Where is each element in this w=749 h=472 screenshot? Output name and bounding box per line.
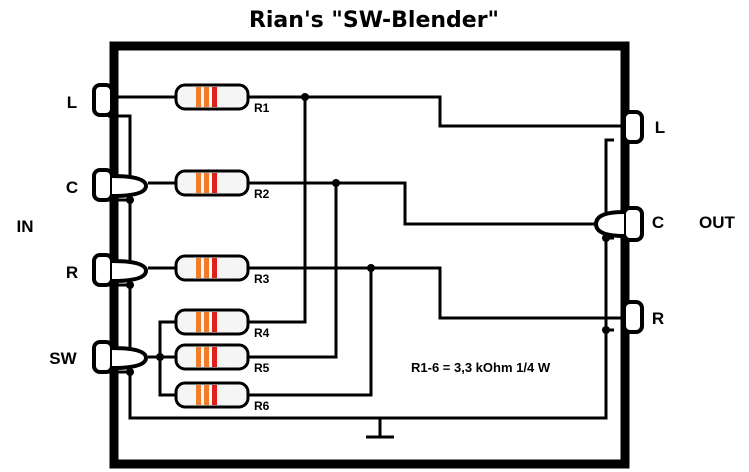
junction-dot <box>126 368 134 376</box>
resistor-band <box>212 347 217 367</box>
wire-r3-out <box>248 266 626 320</box>
input-jack-r-tip <box>111 259 149 283</box>
resistor-band <box>196 385 201 405</box>
resistor-r1: R1 <box>174 83 270 115</box>
junction-dot <box>367 264 375 272</box>
input-jack-sw <box>92 340 114 374</box>
resistor-band <box>196 173 201 193</box>
enclosure-box <box>109 41 630 469</box>
resistor-label: R6 <box>254 399 270 413</box>
junction-dot <box>126 281 134 289</box>
resistor-r2: R2 <box>174 169 270 201</box>
resistor-r3: R3 <box>174 254 270 286</box>
resistor-band <box>204 87 209 107</box>
resistor-r6: R6 <box>174 381 270 413</box>
resistor-band <box>196 312 201 332</box>
input-jack-sw-tip <box>111 346 149 370</box>
input-label-c: C <box>66 178 78 197</box>
wire-r6-out <box>248 268 373 397</box>
ground-symbol <box>366 418 394 439</box>
resistor-band <box>196 347 201 367</box>
output-label-l: L <box>655 118 665 137</box>
resistor-band <box>204 385 209 405</box>
input-label-sw: SW <box>49 349 77 368</box>
resistor-band <box>212 312 217 332</box>
output-jacks <box>593 110 644 334</box>
wire-r1-out <box>248 95 626 128</box>
junction-dot <box>156 353 164 361</box>
resistor-value-note: R1-6 = 3,3 kOhm 1/4 W <box>411 360 551 375</box>
output-group-label: OUT <box>699 213 736 232</box>
wire-r2-out <box>248 181 596 226</box>
input-label-l: L <box>67 93 77 112</box>
output-label-r: R <box>652 309 664 328</box>
output-jack-l <box>622 110 644 144</box>
input-label-r: R <box>66 263 78 282</box>
junction-dots <box>126 93 610 376</box>
resistor-label: R1 <box>254 101 270 115</box>
output-jack-c <box>622 206 644 242</box>
diagram-title: Rian's "SW-Blender" <box>249 8 499 33</box>
resistor-label: R5 <box>254 361 270 375</box>
junction-dot <box>602 326 610 334</box>
wire-sw-r6 <box>158 357 176 397</box>
wire-ground-bus-in <box>108 114 614 420</box>
input-group-label: IN <box>17 217 34 236</box>
resistor-band <box>204 347 209 367</box>
junction-dot <box>126 196 134 204</box>
resistor-band <box>212 87 217 107</box>
input-jack-l <box>92 83 114 117</box>
resistor-band <box>212 385 217 405</box>
resistor-band <box>212 173 217 193</box>
resistor-r4: R4 <box>174 308 270 340</box>
wire-r4-out <box>248 97 307 324</box>
resistor-label: R2 <box>254 187 270 201</box>
input-jacks <box>92 83 149 374</box>
wiring <box>108 95 626 439</box>
junction-dot <box>301 93 309 101</box>
resistor-label: R4 <box>254 326 270 340</box>
resistor-label: R3 <box>254 272 270 286</box>
resistor-band <box>196 87 201 107</box>
resistor-band <box>196 258 201 278</box>
resistor-r5: R5 <box>174 343 270 375</box>
wire-r5-out <box>248 183 338 359</box>
junction-dot <box>332 179 340 187</box>
resistor-band <box>212 258 217 278</box>
input-jack-r <box>92 253 114 287</box>
resistor-band <box>204 312 209 332</box>
resistor-band <box>204 258 209 278</box>
output-jack-c-tip <box>593 210 625 238</box>
output-jack-r <box>622 300 644 334</box>
resistor-band <box>204 173 209 193</box>
input-jack-c-tip <box>111 174 149 198</box>
input-jack-c <box>92 168 114 202</box>
output-label-c: C <box>652 213 664 232</box>
wire-sw-r4 <box>158 320 176 357</box>
